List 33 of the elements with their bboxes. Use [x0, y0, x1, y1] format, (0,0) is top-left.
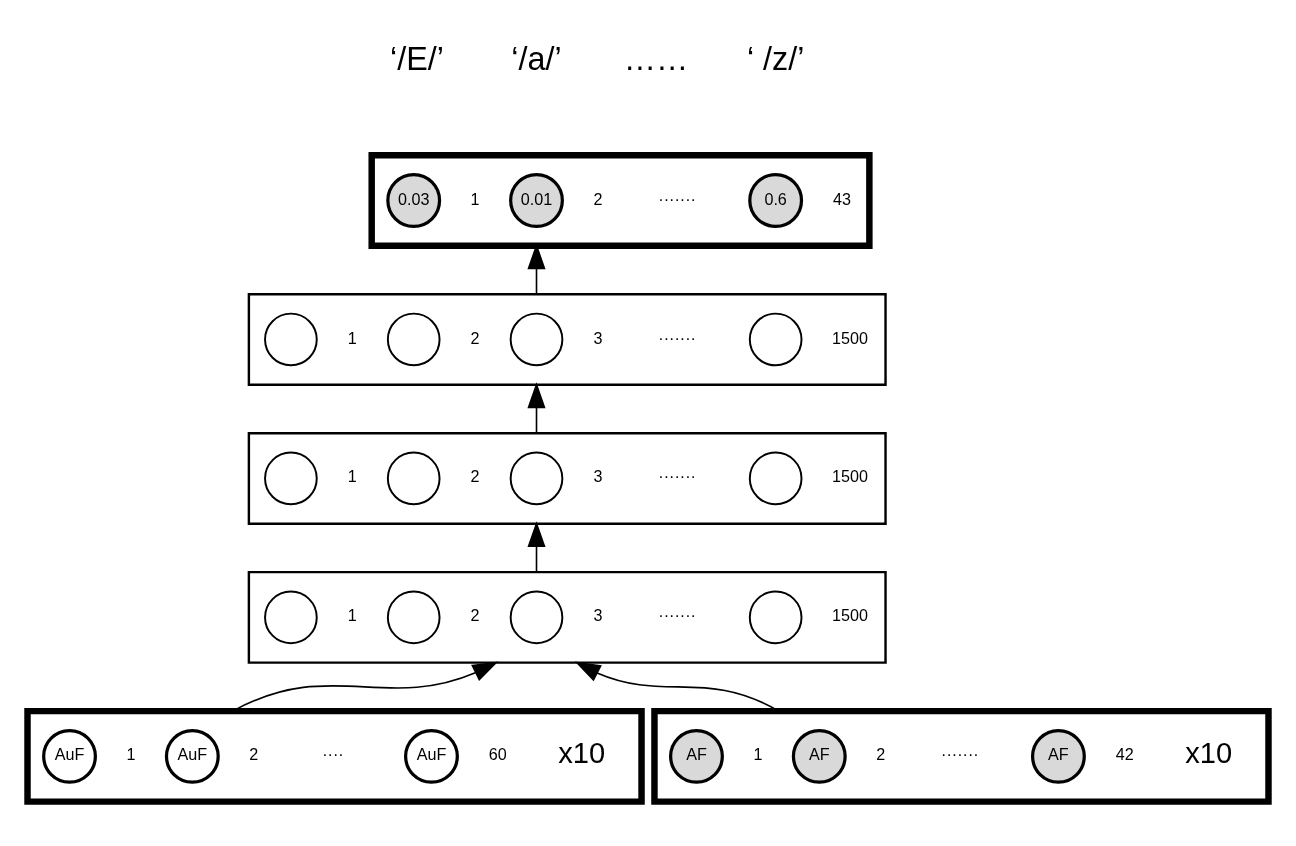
label: ·······	[658, 328, 696, 347]
label: ‘/E/’	[390, 40, 444, 77]
node-label: 42	[1115, 744, 1134, 763]
node-label: 1	[470, 189, 480, 208]
node-label: x10	[1185, 736, 1233, 769]
node-label: 1	[347, 466, 357, 485]
label: ‘/a/’	[511, 40, 562, 77]
label: ‘ /z/’	[746, 40, 805, 77]
node-label: 3	[593, 328, 603, 347]
label: ····	[322, 744, 344, 763]
node-label: 1500	[832, 328, 868, 347]
node-label: 1	[753, 744, 763, 763]
node-label: 1	[347, 605, 357, 624]
label: ·······	[658, 605, 696, 624]
node-label: 2	[470, 605, 480, 624]
node-label: 3	[593, 605, 603, 624]
label: ·······	[941, 744, 979, 763]
node-label: 2	[249, 744, 259, 763]
node-label: 2	[876, 744, 886, 763]
label: ·······	[658, 189, 696, 208]
node-label: 1500	[832, 466, 868, 485]
node-label: 3	[593, 466, 603, 485]
node-label: 43	[832, 189, 851, 208]
node-label: 2	[470, 328, 480, 347]
node-label: 2	[470, 466, 480, 485]
node-label: 1	[126, 744, 136, 763]
node-label: x10	[558, 736, 606, 769]
node-label: 1500	[832, 605, 868, 624]
node-label: 60	[488, 744, 507, 763]
label: ·······	[658, 466, 696, 485]
label: ……	[623, 40, 689, 77]
node-label: 2	[593, 189, 603, 208]
node-label: 1	[347, 328, 357, 347]
